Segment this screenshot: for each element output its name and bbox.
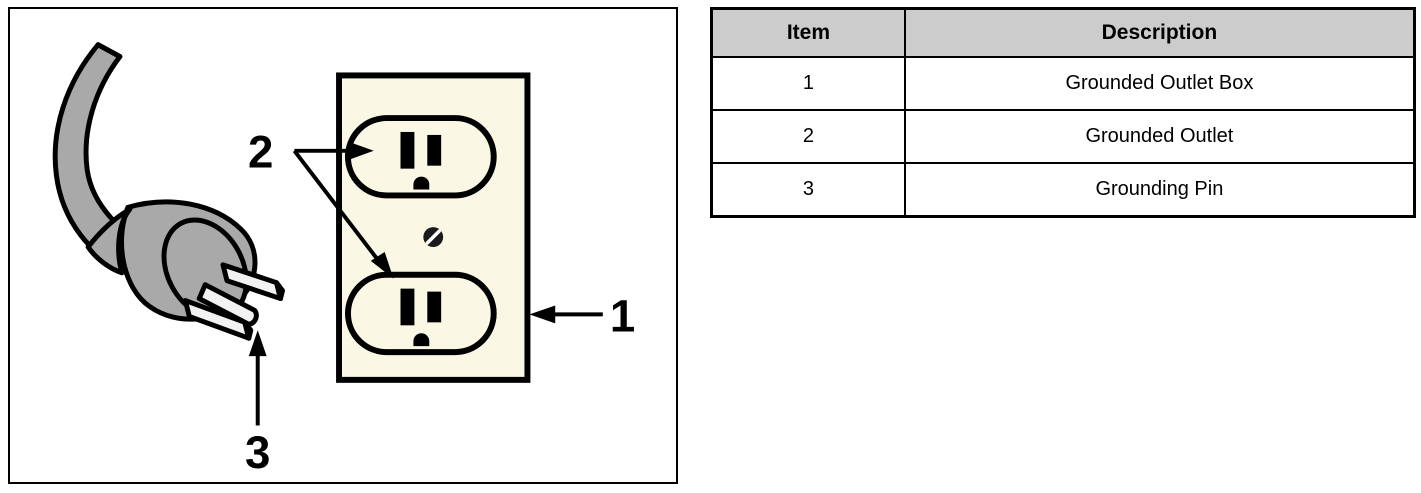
hot-slot [427, 134, 442, 166]
lower-receptacle [344, 271, 497, 356]
callout-2-number: 2 [248, 127, 273, 178]
cell-item: 1 [710, 56, 906, 111]
figure-panel: Grounded outlet and three-prong plug dia… [8, 7, 678, 484]
arrowhead [348, 141, 374, 160]
table-row: 2 Grounded Outlet [710, 109, 1416, 164]
upper-receptacle [344, 115, 497, 199]
flat-blade-prong-upper [220, 262, 285, 302]
grounding-pin [196, 282, 259, 327]
outlet-cover-plate [336, 72, 531, 383]
column-header-description: Description [903, 7, 1416, 58]
outlet-plug-diagram: Grounded outlet and three-prong plug dia… [52, 42, 635, 478]
cover-plate-screw [423, 227, 444, 247]
cell-description: Grounded Outlet [903, 109, 1416, 164]
arrowhead [370, 251, 394, 279]
ground-hole [413, 176, 430, 190]
column-header-item: Item [710, 7, 906, 58]
legend-table: Item Description 1 Grounded Outlet Box 2… [710, 7, 1416, 218]
callout-3-number: 3 [245, 427, 270, 478]
cell-description: Grounded Outlet Box [903, 56, 1416, 111]
table-header-row: Item Description [710, 7, 1416, 58]
arrowhead [529, 305, 556, 324]
table-row: 1 Grounded Outlet Box [710, 56, 1416, 111]
table-row: 3 Grounding Pin [710, 162, 1416, 218]
neutral-slot [400, 288, 415, 326]
ground-hole [413, 333, 430, 347]
legend-table-container: Item Description 1 Grounded Outlet Box 2… [710, 7, 1416, 218]
callout-3: 3 [245, 330, 270, 478]
cell-description: Grounding Pin [903, 162, 1416, 218]
arrowhead [248, 330, 267, 357]
neutral-slot [400, 131, 415, 169]
callout-1-number: 1 [610, 290, 635, 341]
callout-1: 1 [529, 290, 635, 341]
cell-item: 2 [710, 109, 906, 164]
cell-item: 3 [710, 162, 906, 218]
plug-prongs [182, 262, 285, 341]
callout-2: 2 [248, 127, 394, 279]
hot-slot [427, 291, 442, 323]
